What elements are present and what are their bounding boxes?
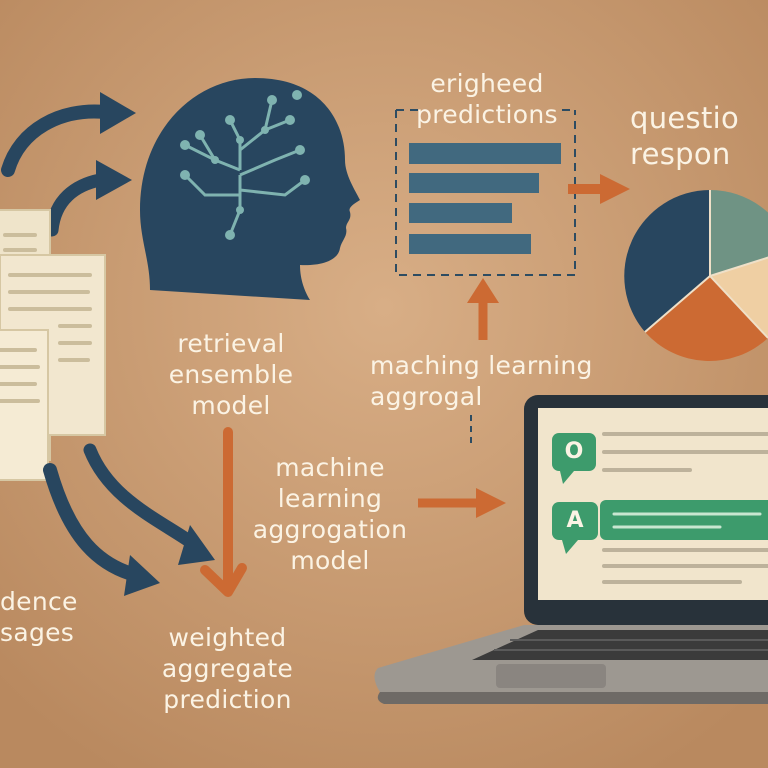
output-arrow-upper — [83, 443, 215, 565]
pie-chart-icon — [624, 190, 768, 362]
up-arrow-to-panel — [467, 278, 499, 340]
chart-to-pie-arrow — [568, 174, 630, 204]
input-arrow-middle — [45, 160, 132, 237]
weighted-predictions-label: erigheed predictions — [416, 69, 558, 129]
answer-badge: A — [555, 503, 595, 539]
question-badge: O — [554, 434, 594, 470]
output-arrow-lower — [43, 463, 160, 596]
input-arrow-top — [1, 92, 136, 177]
model-to-laptop-arrow — [418, 488, 506, 518]
head-brain-icon — [140, 78, 360, 300]
weighted-aggregate-label: weighted aggregate prediction — [161, 623, 294, 714]
question-response-label: questio respon — [630, 101, 740, 171]
head-to-aggregate-arrow — [200, 427, 247, 597]
document-stack-icon — [0, 209, 106, 481]
ml-aggregation-label: machine learning aggrogation model — [252, 453, 408, 575]
evidence-passages-label: dence sages — [0, 587, 78, 647]
bar-chart-icon — [409, 143, 561, 254]
retrieval-model-label: retrieval ensemble model — [168, 329, 294, 420]
matching-learning-label: maching learning aggrogal — [370, 351, 593, 411]
